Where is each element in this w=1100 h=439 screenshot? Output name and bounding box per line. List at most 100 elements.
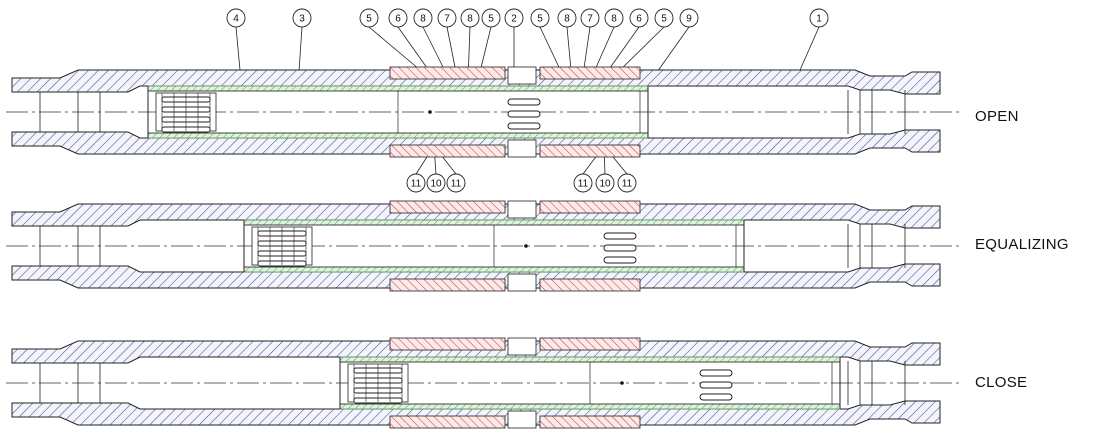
callout-circle <box>580 8 600 28</box>
callout-number: 6 <box>395 14 401 25</box>
callout-top-6: 7 <box>437 8 459 83</box>
collet-fingers <box>251 226 313 267</box>
callout-leader <box>799 26 820 71</box>
callout-circle <box>481 8 501 28</box>
callout-top-14: 6 <box>599 8 649 83</box>
callout-circle <box>413 8 433 28</box>
housing-port-top <box>507 66 537 85</box>
callout-number: 11 <box>578 179 589 190</box>
callout-circle <box>654 8 674 28</box>
sleeve-flow-slot <box>603 244 637 252</box>
sleeve-wall-top <box>339 356 841 363</box>
sleeve-flow-slot <box>699 369 733 377</box>
callout-circle <box>557 8 577 28</box>
callout-number: 11 <box>411 179 422 190</box>
housing-port-bottom <box>507 410 537 429</box>
callout-number: 8 <box>564 14 570 25</box>
callout-top-17: 1 <box>799 8 829 71</box>
callout-top-3: 5 <box>359 8 433 81</box>
callout-number: 3 <box>299 14 305 25</box>
callout-number: 8 <box>420 14 426 25</box>
callout-number: 7 <box>587 14 593 25</box>
callout-number: 10 <box>599 179 611 190</box>
sleeve-wall-bottom <box>339 403 841 410</box>
collet-fingers <box>155 92 217 133</box>
sleeve-flow-slot <box>699 393 733 401</box>
callout-bottom-right-3: 11 <box>617 173 637 193</box>
state-label-equalizing: EQUALIZING <box>975 236 1069 253</box>
center-mark <box>428 110 432 114</box>
callout-bottom-left-1: 11 <box>406 173 426 193</box>
callout-number: 8 <box>467 14 473 25</box>
callout-number: 5 <box>366 14 372 25</box>
sleeve-wall-top <box>147 85 649 92</box>
callout-circle <box>604 8 624 28</box>
seal-cartridge-bottom <box>389 144 506 158</box>
callout-circle <box>460 8 480 28</box>
callout-top-16: 9 <box>649 8 699 83</box>
housing-port-bottom <box>507 139 537 158</box>
sleeve-wall-bottom <box>147 132 649 139</box>
callout-number: 1 <box>816 14 822 25</box>
callout-circle <box>809 8 829 28</box>
callout-top-15: 5 <box>609 8 674 81</box>
center-mark <box>620 381 624 385</box>
callout-number: 5 <box>537 14 543 25</box>
callout-number: 4 <box>233 14 239 25</box>
callout-circle <box>226 8 246 28</box>
tool-close <box>6 337 960 429</box>
seal-cartridge-top <box>389 66 506 80</box>
callout-circle <box>292 8 312 28</box>
callout-circle <box>437 8 457 28</box>
tool-open <box>6 66 960 158</box>
callout-top-12: 7 <box>580 8 600 83</box>
callout-top-9: 2 <box>504 8 524 70</box>
housing-port-bottom <box>507 273 537 292</box>
seal-cartridge-bottom <box>389 278 506 292</box>
callout-circle <box>629 8 649 28</box>
callout-number: 2 <box>511 14 517 25</box>
callout-top-11: 8 <box>557 8 577 82</box>
callout-circle <box>530 8 550 28</box>
callout-number: 5 <box>488 14 494 25</box>
callout-bottom-right-2: 10 <box>595 173 615 193</box>
seal-cartridge-top <box>539 200 641 214</box>
callout-circle <box>679 8 699 28</box>
seal-cartridge-bottom <box>539 415 641 429</box>
seal-cartridge-bottom <box>539 144 641 158</box>
callout-bottom-right-1: 11 <box>573 173 593 193</box>
callout-circle <box>388 8 408 28</box>
tool-assemblies <box>6 66 960 429</box>
center-mark <box>524 244 528 248</box>
sleeve-flow-slot <box>699 381 733 389</box>
callout-circle <box>504 8 524 28</box>
callout-circle <box>359 8 379 28</box>
callout-top-13: 8 <box>589 8 624 82</box>
callout-number: 11 <box>622 179 633 190</box>
seal-cartridge-bottom <box>539 278 641 292</box>
callout-number: 11 <box>451 179 462 190</box>
callout-number: 8 <box>611 14 617 25</box>
sleeve-wall-bottom <box>243 266 745 273</box>
callout-bottom-left-2: 10 <box>426 173 446 193</box>
callout-number: 6 <box>636 14 642 25</box>
callout-leader <box>235 26 241 71</box>
callout-top-7: 8 <box>460 8 480 82</box>
housing-port-top <box>507 337 537 356</box>
callout-top-1: 4 <box>226 8 246 71</box>
sleeve-flow-slot <box>507 122 541 130</box>
callout-number: 5 <box>661 14 667 25</box>
seal-cartridge-top <box>389 200 506 214</box>
collet-fingers <box>347 363 409 404</box>
sleeve-flow-slot <box>507 110 541 118</box>
callout-number: 7 <box>444 14 450 25</box>
seal-cartridge-top <box>389 337 506 351</box>
sleeve-flow-slot <box>507 98 541 106</box>
state-label-close: CLOSE <box>975 374 1028 391</box>
callout-number: 9 <box>686 14 692 25</box>
housing-port-top <box>507 200 537 219</box>
sleeve-flow-slot <box>603 232 637 240</box>
